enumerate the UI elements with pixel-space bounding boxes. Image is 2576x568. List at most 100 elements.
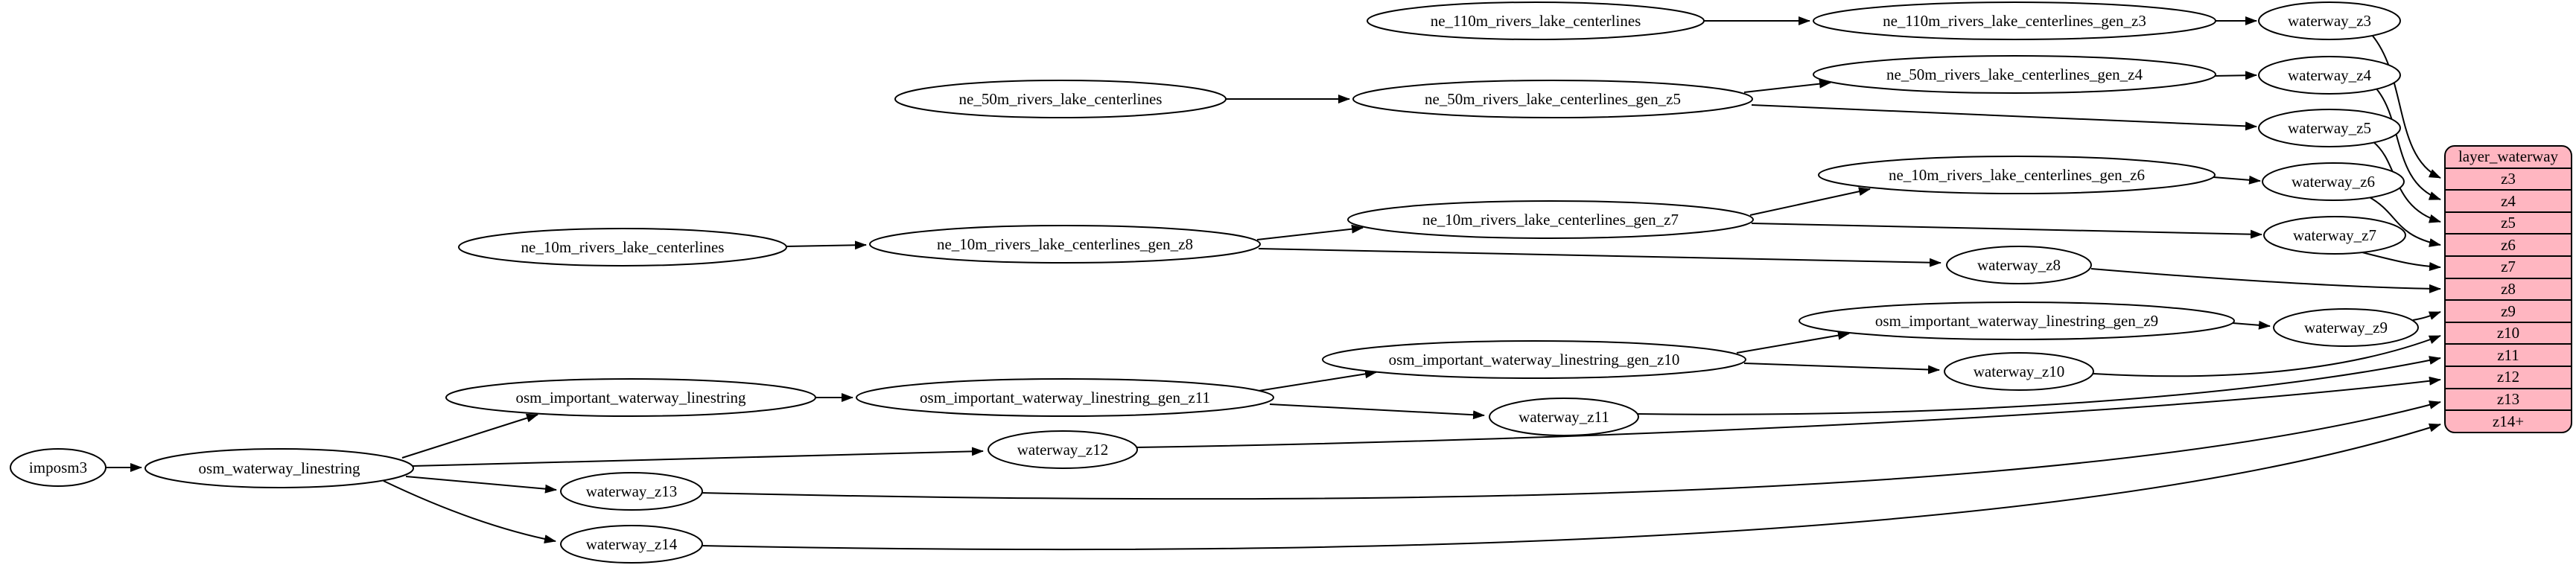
edge-gen_z9-to-waterway_z9 [2232,320,2271,330]
node-label-ne_110m_rivers_lake_centerlines: ne_110m_rivers_lake_centerlines [1431,12,1641,30]
node-osm_important_waterway_linestring_gen_z9: osm_important_waterway_linestring_gen_z9 [1799,301,2235,340]
node-label-waterway_z6: waterway_z6 [2292,173,2375,191]
node-label-waterway_z13: waterway_z13 [586,482,677,500]
edge-waterway_z13-to-row_z13 [700,401,2441,500]
node-label-waterway_z12: waterway_z12 [1017,441,1108,459]
node-shape-waterway_z8 [1946,246,2092,284]
table-row-z6: z6 [2446,233,2571,255]
table-row-z9: z9 [2446,299,2571,322]
node-label-waterway_z10: waterway_z10 [1974,363,2064,380]
edges-layer [106,16,2441,551]
node-shape-waterway_z5 [2258,109,2401,147]
node-shape-ne_110m_rivers_lake_centerlines [1367,1,1705,40]
node-ne_10m_rivers_lake_centerlines_gen_z6: ne_10m_rivers_lake_centerlines_gen_z6 [1818,156,2216,194]
node-imposm3: imposm3 [10,448,106,487]
node-label-osm_important_waterway_linestring_gen_z11: osm_important_waterway_linestring_gen_z1… [920,389,1210,406]
edge-waterway_z10-to-row_z10 [2093,335,2441,377]
node-osm_important_waterway_linestring_gen_z11: osm_important_waterway_linestring_gen_z1… [856,378,1274,417]
edge-waterway_z6-to-row_z6 [2367,196,2441,247]
edge-waterway_z3-to-row_z3 [2371,34,2441,179]
edge-waterway_z9-to-row_z9 [2412,311,2441,321]
table-row-z13: z13 [2446,387,2571,410]
node-shape-ne_10m_rivers_lake_centerlines_gen_z8 [869,225,1261,264]
node-shape-waterway_z10 [1944,352,2094,391]
node-shape-ne_10m_rivers_lake_centerlines [458,228,787,267]
edge-waterway_z14-to-row_z14 [700,423,2441,551]
node-ne_10m_rivers_lake_centerlines_gen_z8: ne_10m_rivers_lake_centerlines_gen_z8 [869,225,1261,264]
node-shape-waterway_z6 [2262,162,2405,201]
table-row-z8: z8 [2446,277,2571,300]
node-waterway_z14: waterway_z14 [560,525,703,564]
node-waterway_z12: waterway_z12 [988,430,1138,469]
node-label-ne_110m_rivers_lake_centerlines_gen_z3: ne_110m_rivers_lake_centerlines_gen_z3 [1883,12,2146,30]
table-row-z4: z4 [2446,189,2571,211]
node-label-osm_important_waterway_linestring_gen_z10: osm_important_waterway_linestring_gen_z1… [1389,351,1680,368]
edge-gen_z7-to-waterway_z7 [1751,223,2262,239]
node-shape-waterway_z12 [988,430,1138,469]
node-waterway_z11: waterway_z11 [1489,398,1639,436]
node-shape-waterway_z13 [560,472,703,511]
node-osm_important_waterway_linestring: osm_important_waterway_linestring [445,378,816,417]
edge-gen_z10-to-gen_z9 [1736,331,1850,354]
node-ne_50m_rivers_lake_centerlines_gen_z5: ne_50m_rivers_lake_centerlines_gen_z5 [1352,80,1753,118]
edge-gen_z5-to-waterway_z5 [1751,104,2257,131]
table-layer_waterway: layer_waterway z3 z4 z5 z6 z7 z8 z9 z10 … [2444,145,2572,433]
node-shape-osm_important_waterway_linestring_gen_z10 [1322,340,1746,379]
node-shape-waterway_z14 [560,525,703,564]
nodes-layer: imposm3 osm_waterway_linestring osm_impo… [10,1,2419,564]
node-ne_50m_rivers_lake_centerlines_gen_z4: ne_50m_rivers_lake_centerlines_gen_z4 [1813,55,2216,94]
node-label-waterway_z14: waterway_z14 [586,535,678,553]
node-waterway_z10: waterway_z10 [1944,352,2094,391]
node-label-waterway_z5: waterway_z5 [2288,119,2371,137]
node-ne_10m_rivers_lake_centerlines: ne_10m_rivers_lake_centerlines [458,228,787,267]
node-ne_50m_rivers_lake_centerlines: ne_50m_rivers_lake_centerlines [894,80,1227,118]
edge-gen_z7-to-gen_z6 [1749,187,1871,216]
node-label-ne_50m_rivers_lake_centerlines_gen_z5: ne_50m_rivers_lake_centerlines_gen_z5 [1425,90,1681,108]
table-header-layer_waterway: layer_waterway [2458,147,2559,166]
node-shape-ne_10m_rivers_lake_centerlines_gen_z6 [1818,156,2216,194]
node-shape-imposm3 [10,448,106,487]
node-label-ne_10m_rivers_lake_centerlines_gen_z8: ne_10m_rivers_lake_centerlines_gen_z8 [937,235,1193,253]
node-label-osm_important_waterway_linestring_gen_z9: osm_important_waterway_linestring_gen_z9 [1875,312,2158,330]
edge-gen_z8-to-gen_z7 [1256,224,1364,240]
node-label-waterway_z3: waterway_z3 [2288,12,2371,30]
node-waterway_z5: waterway_z5 [2258,109,2401,147]
node-label-waterway_z4: waterway_z4 [2288,66,2371,84]
node-shape-osm_important_waterway_linestring [445,378,816,417]
node-label-ne_50m_rivers_lake_centerlines_gen_z4: ne_50m_rivers_lake_centerlines_gen_z4 [1886,66,2143,83]
edge-gen_z6-to-waterway_z6 [2213,175,2261,185]
edge-osm_waterway_linestring-to-waterway_z14 [383,480,556,543]
node-shape-ne_110m_rivers_lake_centerlines_gen_z3 [1813,1,2216,40]
table-row-z12: z12 [2446,366,2571,388]
node-label-osm_waterway_linestring: osm_waterway_linestring [199,459,360,477]
table-row-z5: z5 [2446,211,2571,234]
node-waterway_z4: waterway_z4 [2258,56,2401,95]
edge-waterway_z11-to-row_z11 [1635,356,2441,415]
node-label-waterway_z7: waterway_z7 [2293,226,2376,244]
node-shape-ne_50m_rivers_lake_centerlines_gen_z5 [1352,80,1753,118]
edge-gen_z8-to-waterway_z8 [1258,248,1941,267]
node-osm_important_waterway_linestring_gen_z10: osm_important_waterway_linestring_gen_z1… [1322,340,1746,379]
node-ne_110m_rivers_lake_centerlines: ne_110m_rivers_lake_centerlines [1367,1,1705,40]
node-shape-ne_10m_rivers_lake_centerlines_gen_z7 [1347,200,1754,239]
node-waterway_z7: waterway_z7 [2263,216,2406,255]
node-waterway_z13: waterway_z13 [560,472,703,511]
node-label-ne_10m_rivers_lake_centerlines: ne_10m_rivers_lake_centerlines [521,238,725,256]
node-shape-osm_important_waterway_linestring_gen_z11 [856,378,1274,417]
node-shape-waterway_z3 [2258,1,2401,40]
edge-gen_z11-to-gen_z10 [1258,369,1377,392]
node-waterway_z9: waterway_z9 [2273,308,2419,347]
node-shape-osm_important_waterway_linestring_gen_z9 [1799,301,2235,340]
node-shape-waterway_z11 [1489,398,1639,436]
node-osm_waterway_linestring: osm_waterway_linestring [144,448,414,488]
node-ne_10m_rivers_lake_centerlines_gen_z7: ne_10m_rivers_lake_centerlines_gen_z7 [1347,200,1754,239]
edge-waterway_z4-to-row_z4 [2375,87,2441,200]
node-shape-waterway_z7 [2263,216,2406,255]
table-row-z3: z3 [2446,167,2571,190]
node-label-imposm3: imposm3 [29,459,87,476]
edge-gen_z4-to-waterway_z4 [2213,71,2257,80]
node-waterway_z3: waterway_z3 [2258,1,2401,40]
edge-waterway_z12-to-row_z12 [1134,376,2441,448]
node-waterway_z8: waterway_z8 [1946,246,2092,284]
edge-osm_waterway_linestring-to-waterway_z13 [405,476,557,494]
